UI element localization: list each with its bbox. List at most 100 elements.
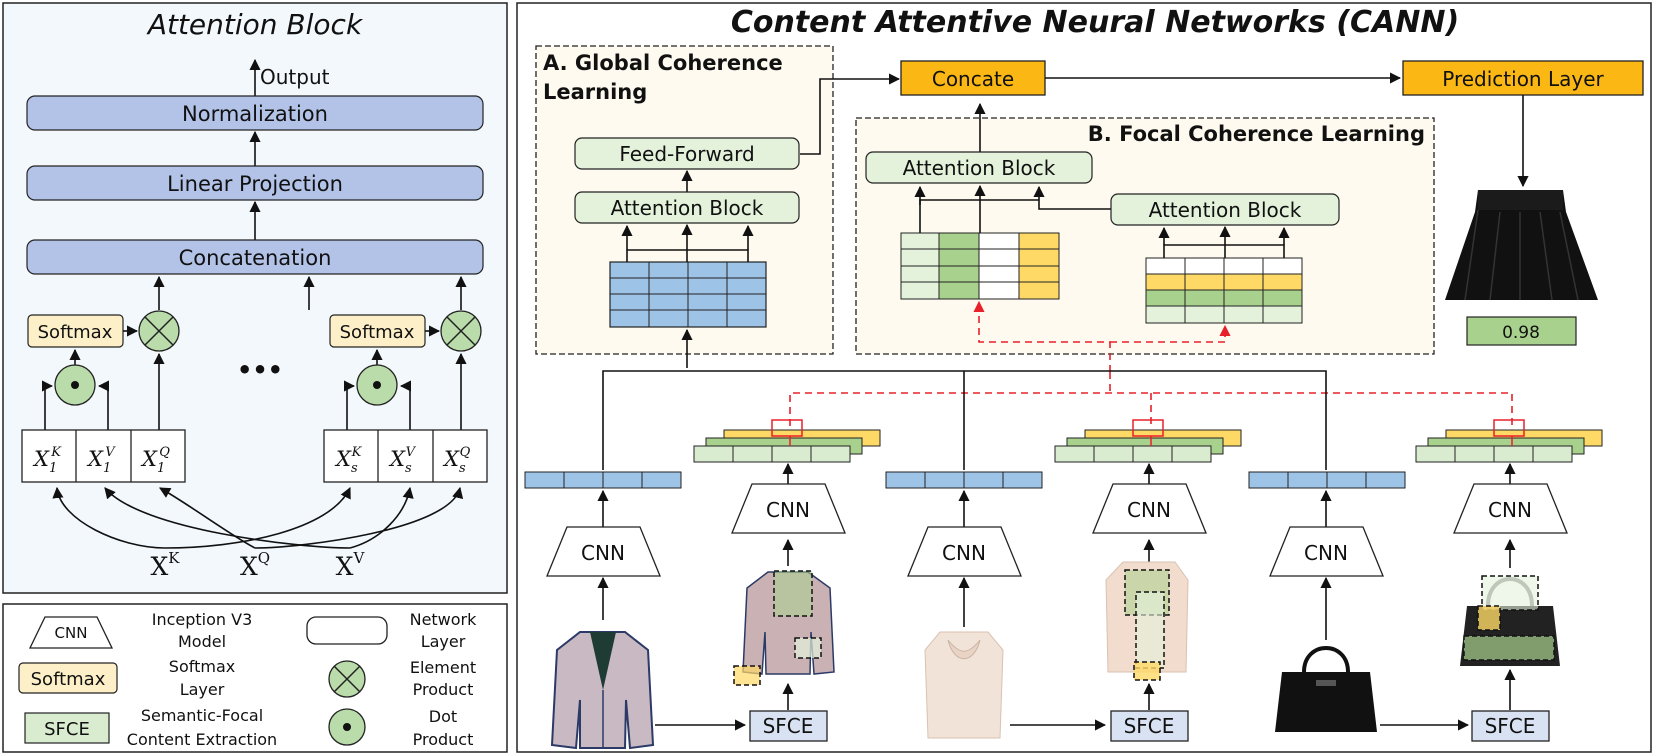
skirt-image xyxy=(1445,190,1598,301)
global-coherence-panel: A. Global Coherence Learning Feed-Forwar… xyxy=(535,45,834,368)
legend-network-icon xyxy=(306,616,388,645)
cnn-block: CNN xyxy=(1269,526,1384,577)
item-column-6: CNN SFCE xyxy=(1415,419,1603,742)
focal-coherence-panel: B. Focal Coherence Learning Attention Bl… xyxy=(855,102,1435,355)
legend-sfce-desc-2: Content Extraction xyxy=(127,730,277,749)
cell-x1-v: X1V xyxy=(86,445,116,476)
cell-x1-k: X1K xyxy=(32,445,62,476)
dot-product-icon xyxy=(356,364,398,406)
focal-matrix-right xyxy=(1145,257,1303,324)
element-product-icon xyxy=(138,310,180,352)
item-column-1: CNN xyxy=(524,471,747,750)
jacket-image xyxy=(550,631,655,750)
legend-sfce-desc-1: Semantic-Focal xyxy=(141,706,263,725)
legend-dot-desc-1: Dot xyxy=(429,707,457,726)
svg-text:Softmax: Softmax xyxy=(340,322,415,343)
element-product-icon xyxy=(440,310,482,352)
concatenation-layer: Concatenation xyxy=(26,239,484,275)
cell-xs-q: XsQ xyxy=(442,445,471,476)
svg-text:Attention Block: Attention Block xyxy=(1149,198,1302,222)
cell-x1-q: X1Q xyxy=(140,445,170,476)
svg-text:Concate: Concate xyxy=(932,67,1014,91)
legend-softmax-desc-2: Layer xyxy=(180,680,225,699)
normalization-layer: Normalization xyxy=(26,95,484,131)
legend-softmax-icon: Softmax xyxy=(18,662,118,694)
softmax-box-left: Softmax xyxy=(27,314,124,348)
svg-text:Normalization: Normalization xyxy=(182,102,328,126)
legend-network-desc-2: Layer xyxy=(421,632,466,651)
focal-matrix-left xyxy=(900,232,1060,300)
cell-xs-v: XsV xyxy=(388,445,417,476)
input-xq: XQ xyxy=(240,549,270,581)
cann-title: Content Attentive Neural Networks (CANN) xyxy=(731,5,1459,40)
attention-block-panel: Attention Block Output Normalization Lin… xyxy=(2,2,508,594)
bag-crop-image xyxy=(1460,575,1560,666)
sfce-box: SFCE xyxy=(749,710,828,742)
svg-text:CNN: CNN xyxy=(1304,541,1348,565)
svg-text:B. Focal Coherence Learning: B. Focal Coherence Learning xyxy=(1088,122,1425,146)
linear-projection-layer: Linear Projection xyxy=(26,165,484,201)
legend-panel: CNN Inception V3 Model Softmax Softmax L… xyxy=(2,603,508,753)
softmax-box-right: Softmax xyxy=(329,314,426,348)
top-crop-image xyxy=(1105,561,1189,681)
input-xv: XV xyxy=(336,549,366,581)
svg-text:Linear Projection: Linear Projection xyxy=(167,172,343,196)
svg-text:CNN: CNN xyxy=(581,541,625,565)
cnn-block: CNN xyxy=(907,526,1022,577)
ellipsis: ••• xyxy=(237,356,283,384)
svg-text:CNN: CNN xyxy=(942,541,986,565)
cnn-block: CNN xyxy=(1453,483,1568,534)
blue-feature-vector xyxy=(1248,471,1406,489)
cnn-block: CNN xyxy=(1092,483,1207,534)
item-column-5: CNN xyxy=(1248,471,1470,732)
blue-feature-vector xyxy=(885,471,1043,489)
legend-cnn-desc-1: Inception V3 xyxy=(152,610,253,629)
top-image xyxy=(924,631,1004,739)
stacked-feature-maps xyxy=(693,419,881,463)
cnn-block: CNN xyxy=(546,526,661,577)
legend-sfce-icon: SFCE xyxy=(24,712,110,744)
bag-image xyxy=(1275,646,1377,732)
jacket-crop-image xyxy=(733,570,835,686)
cell-xs-k: XsK xyxy=(334,445,363,476)
score-box: 0.98 xyxy=(1466,316,1577,346)
dot-product-icon xyxy=(54,364,96,406)
svg-text:SFCE: SFCE xyxy=(763,714,814,738)
legend-softmax-desc-1: Softmax xyxy=(169,657,235,676)
legend-network-desc-1: Network xyxy=(410,610,478,629)
svg-text:Feed-Forward: Feed-Forward xyxy=(619,142,754,166)
legend-element-product-icon xyxy=(328,660,366,698)
svg-text:SFCE: SFCE xyxy=(1124,714,1175,738)
svg-text:CNN: CNN xyxy=(1127,498,1171,522)
svg-text:Learning: Learning xyxy=(543,80,647,104)
sfce-box: SFCE xyxy=(1471,710,1550,742)
svg-text:Prediction Layer: Prediction Layer xyxy=(1442,67,1604,91)
attention-block-focal-left: Attention Block xyxy=(865,151,1093,184)
output-label: Output xyxy=(260,65,330,89)
legend-dot-product-icon xyxy=(328,708,366,746)
attention-panel-title: Attention Block xyxy=(146,8,364,41)
item-column-4: CNN SFCE xyxy=(1054,419,1242,742)
cann-panel: Content Attentive Neural Networks (CANN)… xyxy=(516,2,1652,753)
svg-text:Attention Block: Attention Block xyxy=(611,196,764,220)
stacked-feature-maps xyxy=(1415,419,1603,463)
prediction-layer: Prediction Layer xyxy=(1402,60,1644,96)
svg-text:CNN: CNN xyxy=(55,624,88,642)
global-bus-lines xyxy=(602,370,1327,470)
svg-text:Concatenation: Concatenation xyxy=(179,246,332,270)
cnn-block: CNN xyxy=(731,483,846,534)
global-feature-matrix xyxy=(609,261,767,328)
input-cells-right: XsK XsV XsQ xyxy=(323,429,488,483)
concate-node: Concate xyxy=(900,60,1046,96)
attention-block-focal-right: Attention Block xyxy=(1110,193,1340,226)
stacked-feature-maps xyxy=(1054,419,1242,463)
legend-dot-desc-2: Product xyxy=(413,730,474,749)
legend-cnn-desc-2: Model xyxy=(178,632,226,651)
svg-text:SFCE: SFCE xyxy=(44,719,90,740)
svg-text:Softmax: Softmax xyxy=(38,322,113,343)
legend-element-desc-2: Product xyxy=(413,680,474,699)
svg-text:Softmax: Softmax xyxy=(31,669,106,690)
svg-text:Attention Block: Attention Block xyxy=(903,156,1056,180)
blue-feature-vector xyxy=(524,471,682,489)
